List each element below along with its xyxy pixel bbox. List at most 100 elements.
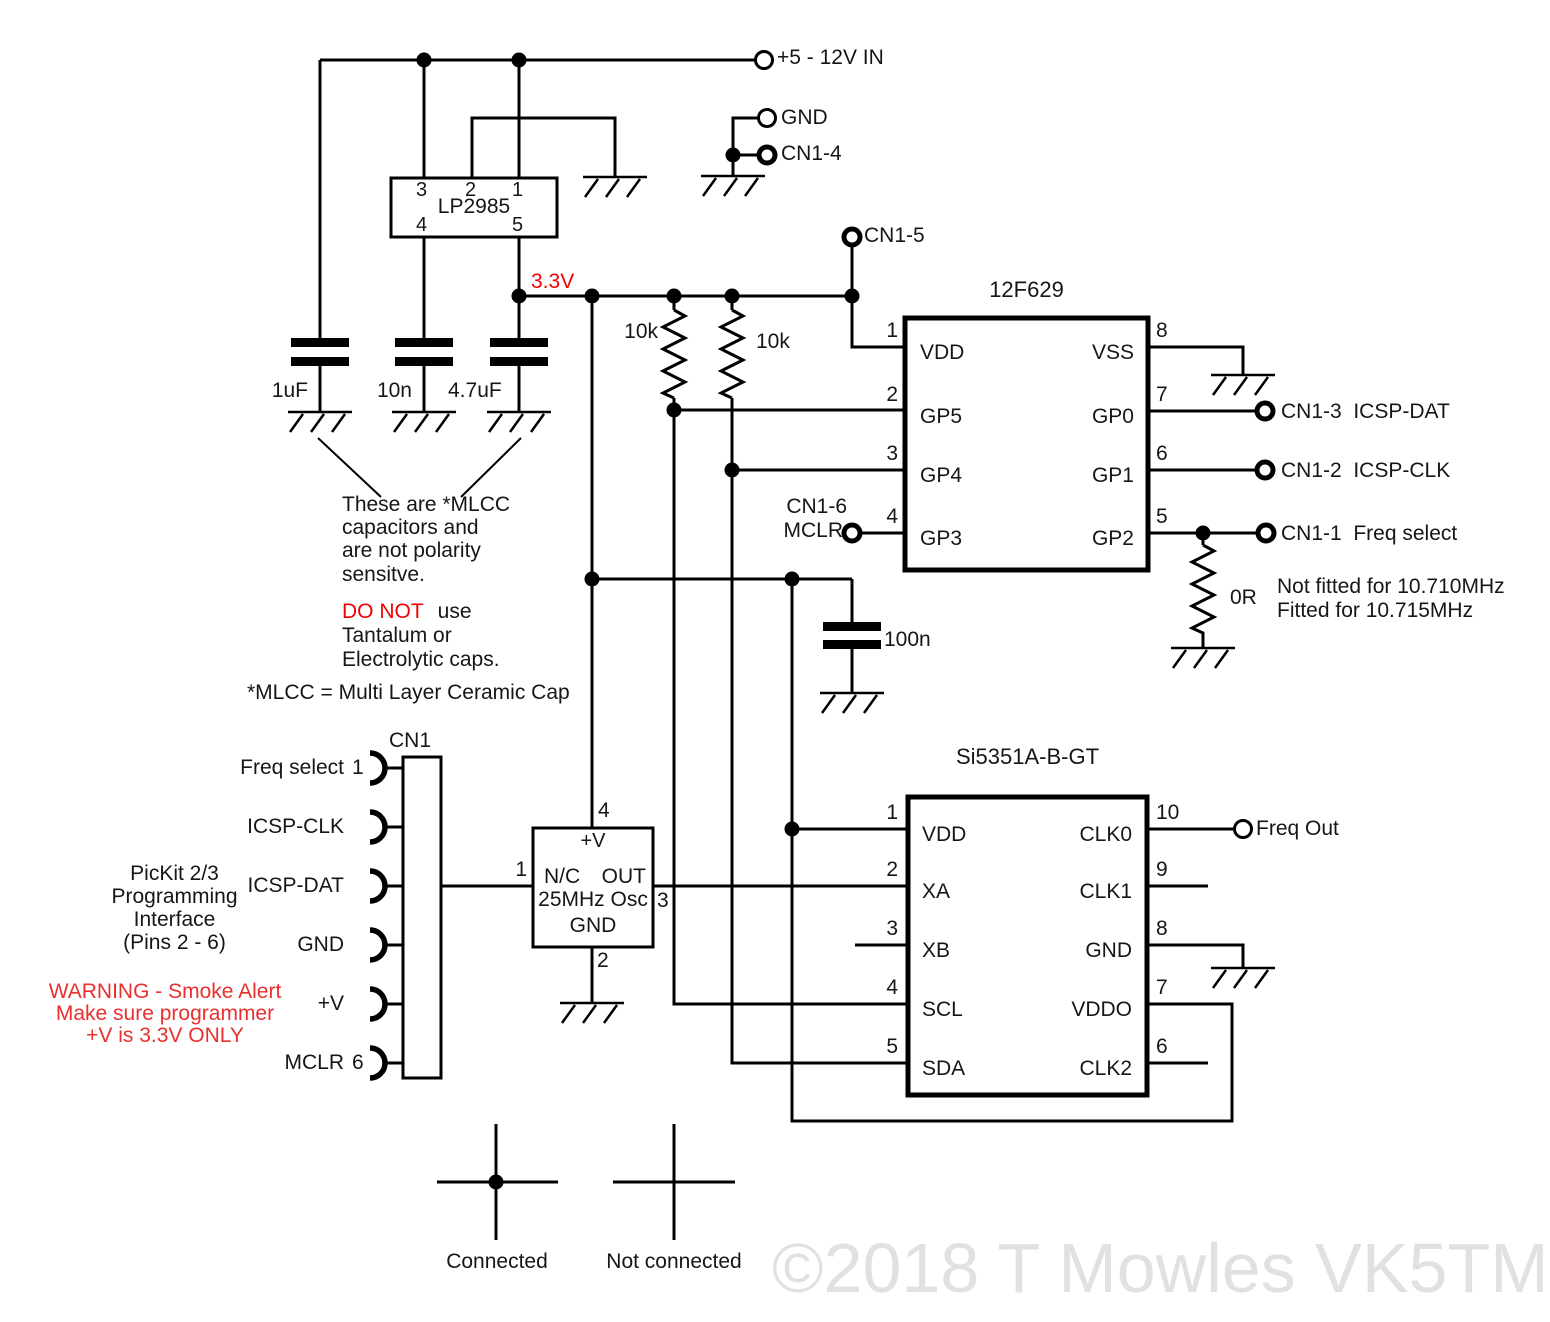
mcu-gp0-label: GP0 — [1091, 405, 1134, 428]
regulator-box — [389, 176, 559, 239]
cn1-pin-arc — [369, 868, 388, 904]
si-pin3-num: 3 — [886, 917, 898, 940]
mcu-title: 12F629 — [989, 277, 1064, 302]
cn1-pin2-label: ICSP-CLK — [247, 815, 344, 838]
r3-note-2: Fitted for 10.715MHz — [1277, 599, 1474, 622]
si-pin8-num: 8 — [1156, 917, 1168, 940]
mlcc-note-line2: capacitors and — [342, 516, 479, 539]
ground-icon — [1171, 646, 1235, 669]
r3-note-1: Not fitted for 10.710MHz — [1277, 575, 1505, 598]
cap-1uF-label: 1uF — [271, 379, 308, 402]
cn1-pin4-label: GND — [297, 933, 344, 956]
cn1-title: CN1 — [389, 729, 432, 752]
mclr-net-label: MCLR — [783, 519, 843, 542]
terminal-freq-out — [1233, 819, 1253, 839]
cn1-pin-arc — [369, 750, 388, 786]
si-scl-label: SCL — [922, 998, 963, 1021]
capacitor-10n — [395, 338, 453, 366]
cn1-pin6-label: MCLR — [284, 1051, 344, 1074]
legend-connected-label: Connected — [446, 1250, 548, 1273]
ground-icon — [1211, 373, 1275, 396]
pickit-note-line4: (Pins 2 - 6) — [123, 931, 226, 954]
cn1-pin1-num: 1 — [352, 756, 364, 779]
oscillator-box — [531, 826, 655, 949]
mcu-pin1-num: 1 — [886, 319, 898, 342]
regulator-pin5: 5 — [512, 214, 524, 236]
si-pin4-num: 4 — [886, 976, 898, 999]
ground-icon — [560, 1001, 624, 1024]
cn1-box — [401, 755, 443, 1080]
pickit-note-line1: PicKit 2/3 — [130, 862, 219, 885]
ground-icon — [583, 175, 647, 198]
cn1-4-label: CN1-4 — [781, 142, 842, 165]
cn1-pin5-label: +V — [317, 992, 344, 1015]
cn1-6-label: CN1-6 — [786, 495, 847, 518]
do-not-rest: use — [437, 600, 472, 623]
legend-symbols — [437, 1124, 735, 1240]
mcu-pin4-num: 4 — [886, 505, 898, 528]
si-pin6-num: 6 — [1156, 1035, 1168, 1058]
resistor-0R — [1188, 543, 1218, 638]
capacitors — [291, 338, 881, 649]
terminal-cn1-3 — [1254, 400, 1276, 422]
gp0-connection-label: CN1-3 ICSP-DAT — [1281, 400, 1450, 423]
ground-icon — [392, 410, 456, 433]
si-pin9-num: 9 — [1156, 858, 1168, 881]
capacitor-4.7uF — [490, 338, 548, 366]
si-pin5-num: 5 — [886, 1035, 898, 1058]
cn1-5-label: CN1-5 — [864, 224, 925, 247]
si-gnd-label: GND — [1085, 939, 1132, 962]
resistor-0R-label: 0R — [1230, 586, 1257, 609]
wires — [318, 58, 1257, 1123]
resistors — [659, 308, 1218, 638]
osc-pin3-num: 3 — [657, 889, 669, 912]
resistor-10k-left-label: 10k — [624, 320, 658, 343]
mlcc-note-line1: These are *MLCC — [342, 493, 511, 516]
cn1-pin-arc — [369, 986, 388, 1022]
rail-3v3-label: 3.3V — [531, 270, 575, 293]
mcu-box — [902, 315, 1151, 573]
cn1-pin-arcs — [369, 750, 403, 1081]
component-boxes — [389, 176, 1151, 1098]
mcu-pin5-num: 5 — [1156, 505, 1168, 528]
cn1-pin-arc — [369, 1045, 388, 1081]
tantalum-line: Tantalum or — [342, 624, 452, 647]
mlcc-definition: *MLCC = Multi Layer Ceramic Cap — [247, 681, 570, 704]
mcu-pin6-num: 6 — [1156, 442, 1168, 465]
si-vdd-label: VDD — [922, 823, 967, 846]
regulator-name: LP2985 — [437, 195, 511, 218]
clockgen-box — [905, 794, 1150, 1098]
resistor-10k-left — [659, 308, 689, 400]
copyright-watermark: ©2018 T Mowles VK5TM — [772, 1229, 1549, 1307]
osc-pin1-num: 1 — [515, 858, 527, 881]
terminal-cn1-1 — [1255, 522, 1277, 544]
ground-icon — [820, 691, 884, 714]
mcu-vss-label: VSS — [1091, 341, 1134, 364]
osc-name: 25MHz Osc — [538, 888, 648, 911]
terminal-cn1-2 — [1254, 459, 1276, 481]
regulator-pin1: 1 — [512, 179, 524, 201]
electrolytic-line: Electrolytic caps. — [342, 648, 500, 671]
terminal-cn1-4 — [756, 144, 778, 166]
warning-line3: +V is 3.3V ONLY — [86, 1024, 244, 1047]
mlcc-note-line3: are not polarity — [342, 539, 481, 562]
cap-10n-label: 10n — [376, 379, 412, 402]
mlcc-note-line4: sensitve. — [342, 563, 425, 586]
si-xa-label: XA — [922, 880, 951, 903]
cn1-pin6-num: 6 — [352, 1051, 364, 1074]
ground-symbols — [288, 174, 1275, 1024]
ground-icon — [1211, 966, 1275, 989]
regulator-pin2: 2 — [465, 179, 477, 201]
ground-icon — [487, 410, 551, 433]
vin-label: +5 - 12V IN — [777, 46, 884, 69]
capacitor-1uF — [291, 338, 349, 366]
mcu-pin2-num: 2 — [886, 383, 898, 406]
mcu-gp2-label: GP2 — [1091, 527, 1134, 550]
gp2-connection-label: CN1-1 Freq select — [1281, 522, 1458, 545]
regulator-pin4: 4 — [416, 214, 428, 236]
cn1-pin-arc — [369, 927, 388, 963]
capacitor-100n — [823, 622, 881, 649]
